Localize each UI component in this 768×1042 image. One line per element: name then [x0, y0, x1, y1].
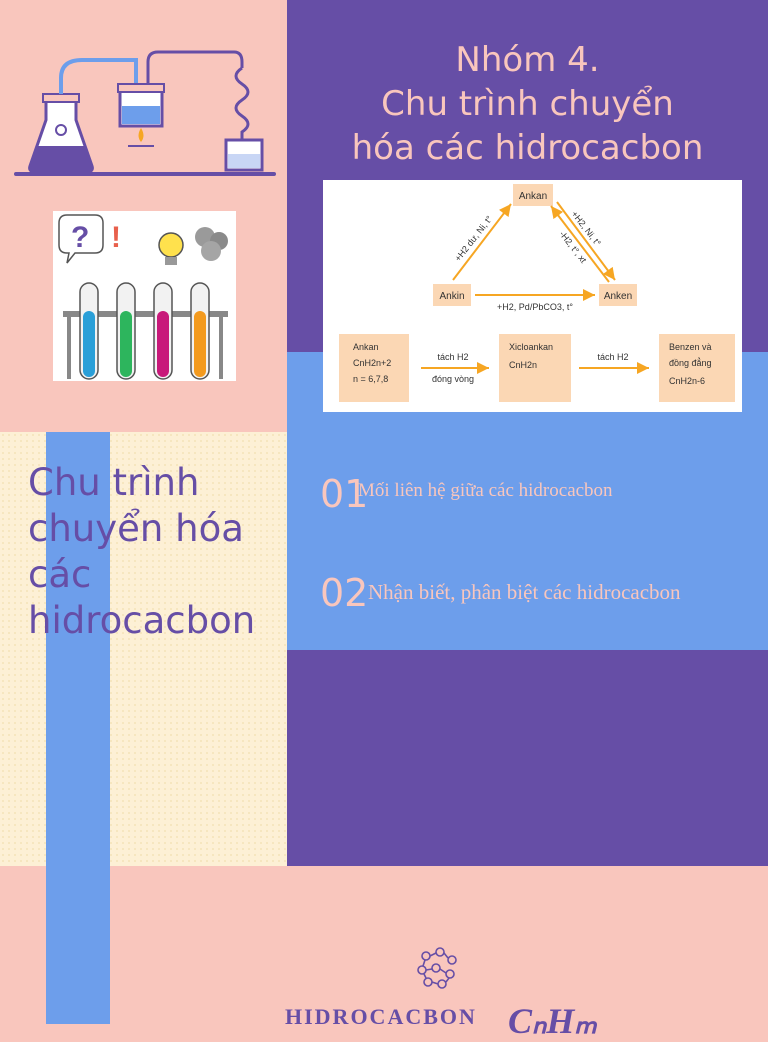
lab-apparatus-illustration	[14, 50, 276, 176]
box3-line1: Benzen và	[669, 342, 712, 352]
box2-line1: Xicloankan	[509, 342, 553, 352]
slide2-agenda-panel	[287, 432, 768, 650]
agenda-item-1-text: Mối liên hệ giữa các hidrocacbon	[358, 480, 613, 501]
hydrocarbon-conversion-diagram: Ankan Ankin Anken +H2 dư, Ni, t° +H2, Ni…	[323, 180, 742, 412]
arrow1-label-2: đóng vòng	[432, 374, 474, 384]
slide3-blue-stripe	[46, 866, 110, 1024]
slide1-title-line-1: Nhóm 4.	[455, 40, 600, 80]
box3-line2: đồng đẳng	[669, 357, 712, 368]
box1-line1: Ankan	[353, 342, 379, 352]
node-ankan-label: Ankan	[519, 191, 547, 202]
node-anken-label: Anken	[604, 291, 632, 302]
slide2-title-line-2: chuyển hóa	[28, 507, 244, 550]
slide3-formula: CₙHₘ	[508, 1001, 597, 1041]
edge-left-label: +H2 dư, Ni, t°	[453, 214, 495, 264]
test-tubes-illustration: ? !	[53, 211, 236, 381]
slide3-title: HIDROCACBON	[285, 1004, 477, 1029]
box-ankan-cnh2n2: Ankan CnH2n+2 n = 6,7,8	[339, 334, 409, 402]
node-anken: Anken	[599, 284, 637, 306]
box-benzen: Benzen và đồng đẳng CnH2n-6	[659, 334, 735, 402]
svg-text:?: ?	[71, 221, 89, 254]
node-ankin: Ankin	[433, 284, 471, 306]
box3-formula: CnH2n-6	[669, 376, 705, 386]
molecule-icon	[417, 947, 457, 989]
slide2-title-line-4: hidrocacbon	[28, 599, 256, 642]
edge-bottom-label: +H2, Pd/PbCO3, t°	[497, 302, 573, 312]
slide2-title: Chu trình chuyển hóa các hidrocacbon	[28, 460, 283, 644]
slide1-title-line-2: Chu trình chuyển	[381, 84, 674, 124]
slide1-title: Nhóm 4. Chu trình chuyển hóa các hidroca…	[287, 38, 768, 170]
agenda-number-1: 01	[320, 472, 369, 516]
svg-text:!: !	[111, 221, 121, 254]
box-xicloankan: Xicloankan CnH2n	[499, 334, 571, 402]
slide1-title-line-3: hóa các hidrocacbon	[351, 128, 704, 168]
slide3-background	[0, 866, 768, 1024]
agenda-number-2: 02	[320, 571, 369, 615]
box1-formula: CnH2n+2	[353, 358, 391, 368]
node-ankan: Ankan	[513, 184, 553, 206]
slide2-title-line-3: các	[28, 553, 92, 596]
arrow2-label: tách H2	[597, 352, 628, 362]
node-ankin-label: Ankin	[439, 291, 464, 302]
slide2-title-line-1: Chu trình	[28, 461, 200, 504]
arrow1-label-1: tách H2	[437, 352, 468, 362]
box1-line3: n = 6,7,8	[353, 374, 388, 384]
box2-formula: CnH2n	[509, 360, 537, 370]
agenda-item-2-text: Nhận biết, phân biệt các hidrocacbon	[368, 580, 681, 604]
slide2-bottom-panel	[287, 650, 768, 866]
